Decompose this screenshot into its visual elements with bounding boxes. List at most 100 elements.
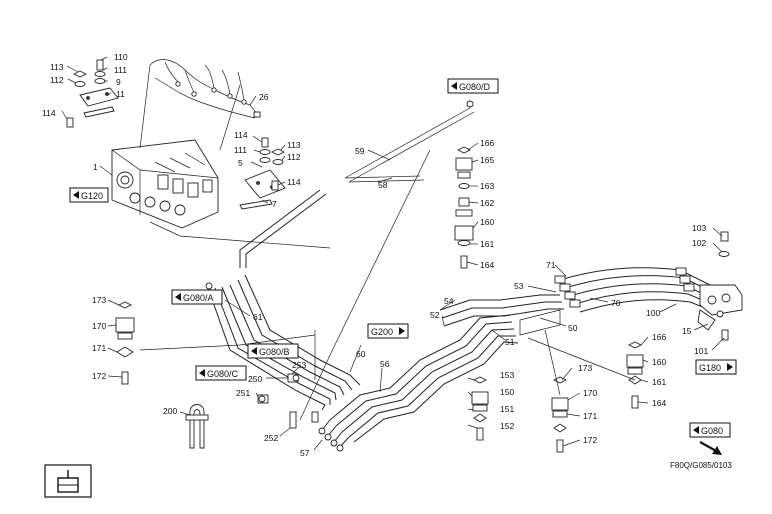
- clamp-stack-mid: [471, 376, 489, 441]
- direction-arrow-icon: [699, 441, 722, 455]
- callout-114-c: 114: [287, 177, 301, 187]
- clamp-stack-centre: [454, 146, 474, 269]
- reference-g080b[interactable]: G080/B: [247, 343, 299, 359]
- callout-58: 58: [378, 180, 388, 190]
- callout-171-b: 171: [583, 411, 597, 421]
- pipe-bundle-56: [318, 294, 564, 452]
- callout-7: 7: [272, 199, 277, 209]
- mounting-plate-centre: [239, 137, 286, 210]
- callout-152: 152: [500, 421, 514, 431]
- pipe-59: [344, 100, 475, 183]
- callout-100: 100: [646, 308, 660, 318]
- arrow-right-icon: [727, 363, 733, 371]
- callout-50: 50: [568, 323, 578, 333]
- callout-112: 112: [50, 75, 64, 85]
- callout-250: 250: [248, 374, 262, 384]
- hoses-70-71: [519, 267, 719, 336]
- callout-251: 251: [236, 388, 250, 398]
- machine-symbol-icon: [44, 464, 92, 498]
- reference-g180[interactable]: G180: [695, 359, 737, 375]
- callout-57: 57: [300, 448, 310, 458]
- callout-70: 70: [611, 298, 621, 308]
- pipe-58: [344, 175, 425, 183]
- callout-26: 26: [259, 92, 269, 102]
- reference-g080[interactable]: G080: [689, 422, 731, 438]
- callout-161: 161: [480, 239, 494, 249]
- callout-172-b: 172: [583, 435, 597, 445]
- callout-200: 200: [163, 406, 177, 416]
- callout-5: 5: [238, 158, 243, 168]
- callout-114-b: 114: [234, 130, 248, 140]
- mounting-plate-top: [66, 59, 119, 128]
- callout-53: 53: [514, 281, 524, 291]
- callout-160-b: 160: [652, 357, 666, 367]
- callout-112-b: 112: [287, 152, 301, 162]
- callout-151: 151: [500, 404, 514, 414]
- reference-g180-label: G180: [699, 363, 721, 373]
- reference-g080d-label: G080/D: [459, 82, 491, 92]
- valve-assembly-15: [697, 231, 743, 341]
- valve-block: [111, 139, 219, 229]
- reference-g080d[interactable]: G080/D: [447, 78, 499, 94]
- callout-61: 61: [253, 312, 263, 322]
- callout-56: 56: [380, 359, 390, 369]
- fittings-250-253: [185, 373, 319, 449]
- arrow-left-icon: [73, 191, 79, 199]
- arrow-left-icon: [251, 347, 257, 355]
- callout-1: 1: [93, 162, 98, 172]
- callout-71: 71: [546, 260, 556, 270]
- callout-52: 52: [430, 310, 440, 320]
- reference-g200-label: G200: [371, 327, 393, 337]
- callout-253: 253: [292, 360, 306, 370]
- reference-g080c-label: G080/C: [207, 369, 239, 379]
- reference-g080-label: G080: [701, 426, 723, 436]
- callout-15: 15: [682, 326, 692, 336]
- clamp-stack-lower-right: [551, 376, 569, 453]
- callout-54: 54: [444, 296, 454, 306]
- callout-164: 164: [480, 260, 494, 270]
- callout-114: 114: [42, 108, 56, 118]
- callout-60: 60: [356, 349, 366, 359]
- leader-lines: [61, 56, 725, 451]
- callout-9: 9: [116, 77, 121, 87]
- reference-g080b-label: G080/B: [259, 347, 290, 357]
- callout-171: 171: [92, 343, 106, 353]
- callout-164-b: 164: [652, 398, 666, 408]
- callout-166: 166: [480, 138, 494, 148]
- callout-173-b: 173: [578, 363, 592, 373]
- callout-170-b: 170: [583, 388, 597, 398]
- callout-172: 172: [92, 371, 106, 381]
- callout-110: 110: [114, 52, 128, 62]
- reference-g120-label: G120: [81, 191, 103, 201]
- callout-166-b: 166: [652, 332, 666, 342]
- callout-150: 150: [500, 387, 514, 397]
- callout-111-b: 111: [234, 145, 247, 155]
- callout-162: 162: [480, 198, 494, 208]
- callout-11: 11: [116, 89, 125, 99]
- callout-160: 160: [480, 217, 494, 227]
- callout-153: 153: [500, 370, 514, 380]
- arrow-right-icon: [399, 327, 405, 335]
- drawing-code: F80Q/G085/0103: [670, 461, 732, 470]
- callout-59: 59: [355, 146, 365, 156]
- callout-101: 101: [694, 346, 708, 356]
- callout-113-b: 113: [287, 140, 301, 150]
- reference-g080c[interactable]: G080/C: [195, 365, 247, 381]
- callout-173: 173: [92, 295, 106, 305]
- callout-111: 111: [114, 65, 127, 75]
- wiring-harness: [149, 59, 261, 119]
- callout-163: 163: [480, 181, 494, 191]
- clamp-stack-right: [626, 341, 644, 409]
- reference-g120[interactable]: G120: [69, 187, 109, 203]
- arrow-left-icon: [693, 426, 699, 434]
- clamp-stack-left: [115, 301, 135, 385]
- callout-165: 165: [480, 155, 494, 165]
- reference-g200[interactable]: G200: [367, 323, 409, 339]
- reference-g080a-label: G080/A: [183, 293, 214, 303]
- callout-102: 102: [692, 238, 706, 248]
- arrow-left-icon: [175, 293, 181, 301]
- callout-170: 170: [92, 321, 106, 331]
- pipe-bundle-61: [205, 189, 361, 411]
- reference-g080a[interactable]: G080/A: [171, 289, 223, 305]
